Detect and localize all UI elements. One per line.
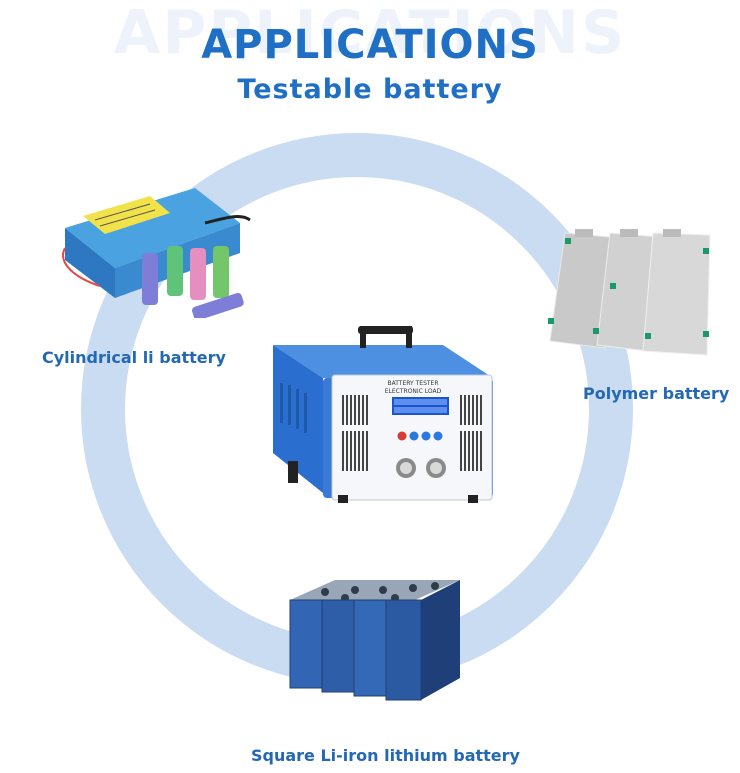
square-battery-label: Square Li-iron lithium battery — [251, 746, 520, 765]
device-label-line2: ELECTRONIC LOAD — [385, 388, 442, 395]
cylindrical-battery-label: Cylindrical li battery — [42, 348, 226, 367]
device-label-line1: BATTERY TESTER — [387, 380, 438, 387]
polymer-battery-image — [545, 223, 720, 363]
page-subtitle: Testable battery — [237, 74, 503, 105]
page-title: APPLICATIONS — [201, 22, 539, 68]
background-watermark-text: APPLICATIONS — [113, 0, 627, 68]
polymer-battery-label: Polymer battery — [583, 384, 730, 403]
square-battery-image — [285, 570, 465, 715]
cylindrical-battery-image — [55, 168, 255, 318]
battery-tester-device-image: BATTERY TESTER ELECTRONIC LOAD — [268, 323, 500, 505]
